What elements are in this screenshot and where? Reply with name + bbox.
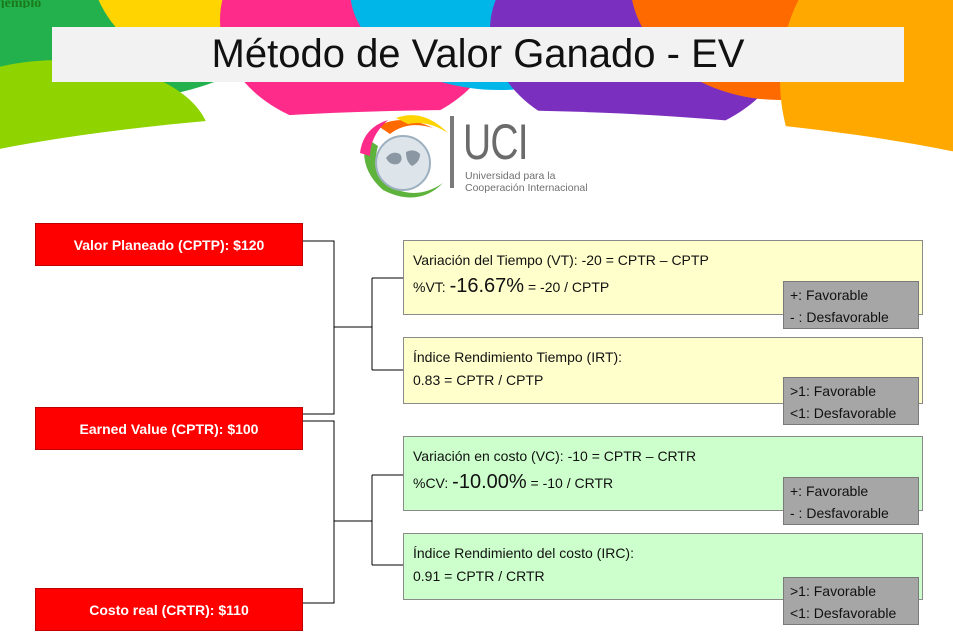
cost-variance-line: Variación en costo (VC): -10 = CPTR – CR…	[413, 448, 697, 464]
cost-variance-legend: +: Favorable - : Desfavorable	[783, 477, 919, 525]
actual-cost-box: Costo real (CRTR): $110	[35, 588, 303, 631]
logo-wordmark: UCI	[463, 114, 529, 170]
schedule-index-value: 0.83 = CPTR / CPTP	[413, 372, 544, 388]
cost-index-title: Índice Rendimiento del costo (IRC):	[413, 545, 634, 561]
earned-value-box: Earned Value (CPTR): $100	[35, 407, 303, 450]
logo-subtitle: Universidad para la Cooperación Internac…	[465, 170, 588, 194]
cost-index-value: 0.91 = CPTR / CRTR	[413, 568, 545, 584]
schedule-index-title: Índice Rendimiento Tiempo (IRT):	[413, 349, 623, 365]
uci-logo-icon	[360, 115, 454, 198]
schedule-index-legend: >1: Favorable <1: Desfavorable	[783, 377, 919, 425]
corner-fragment-text: jemplo	[0, 0, 42, 8]
schedule-variance-percent-line: %VT: -16.67% = -20 / CPTP	[413, 275, 610, 297]
cost-index-legend: >1: Favorable <1: Desfavorable	[783, 577, 919, 625]
schedule-variance-legend: +: Favorable - : Desfavorable	[783, 281, 919, 329]
planned-value-box: Valor Planeado (CPTP): $120	[35, 223, 303, 266]
page-title: Método de Valor Ganado - EV	[52, 27, 904, 82]
schedule-variance-line: Variación del Tiempo (VT): -20 = CPTR – …	[413, 252, 709, 268]
cost-variance-percent-line: %CV: -10.00% = -10 / CRTR	[413, 471, 614, 493]
